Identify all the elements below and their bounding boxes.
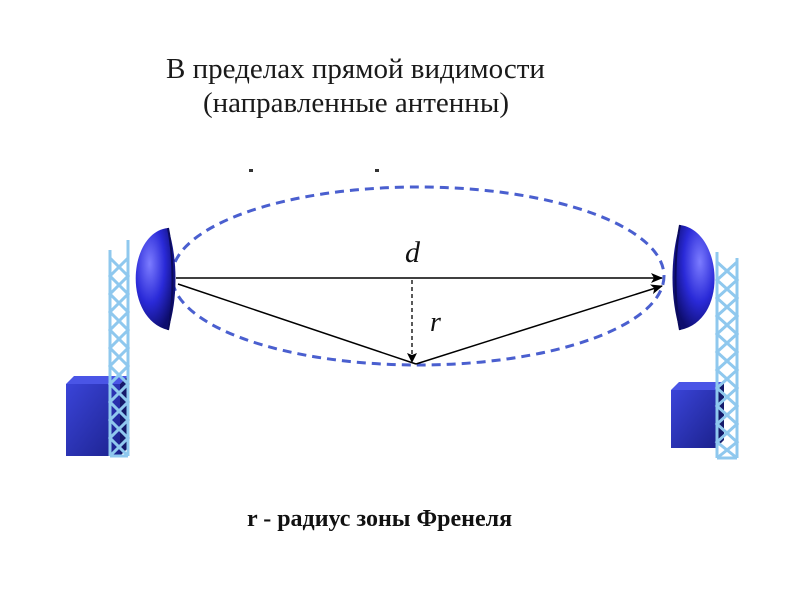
left-antenna [66,227,176,458]
stray-marks [249,169,379,172]
left-tower [107,240,131,458]
title-line-1: В пределах прямой видимости [166,53,545,85]
title-line-2: (направленные антенны) [203,87,509,119]
right-antenna [671,224,740,460]
reflected-path-down [177,283,417,365]
distance-label: d [405,236,421,269]
left-dish [135,228,176,330]
right-tower [714,252,740,460]
reflected-path-up-arrow [415,284,663,365]
caption: r - радиус зоны Френеля [247,506,513,532]
radius-label: r [430,307,441,338]
fresnel-ellipse [170,185,666,367]
left-equipment-box [66,376,128,456]
right-dish [672,225,715,330]
